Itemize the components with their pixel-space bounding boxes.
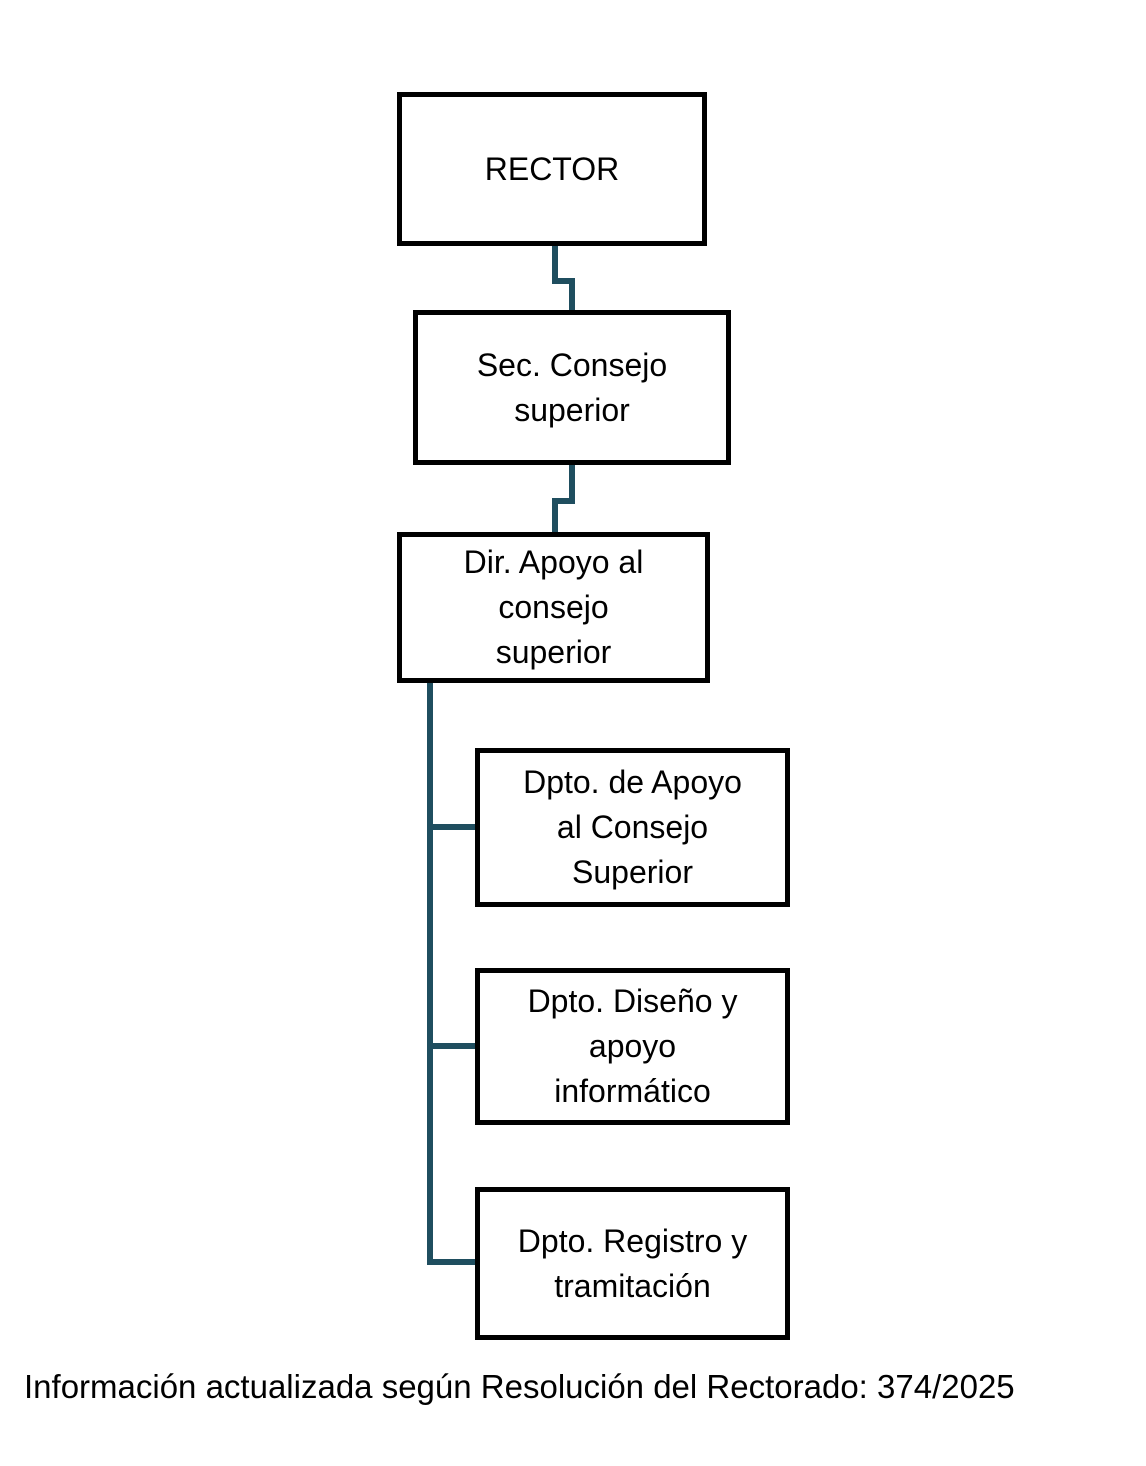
org-node-dir-apoyo-consejo-superior: Dir. Apoyo al consejo superior [397,532,710,683]
org-node-dpto-diseno-apoyo-informatico: Dpto. Diseño y apoyo informático [475,968,790,1125]
org-node-sec-consejo-superior: Sec. Consejo superior [413,310,731,465]
org-node-dpto-apoyo-consejo-superior: Dpto. de Apoyo al Consejo Superior [475,748,790,907]
connector-dir-trunk [427,683,475,1265]
org-node-sec-consejo-superior-label: Sec. Consejo superior [476,346,668,428]
org-node-dir-apoyo-consejo-superior-label: Dir. Apoyo al consejo superior [463,544,644,670]
org-node-dpto-registro-tramitacion-label: Dpto. Registro y tramitación [517,1222,748,1304]
connector-sec-to-dir [552,465,575,532]
org-node-rector: RECTOR [397,92,707,246]
org-node-dpto-registro-tramitacion: Dpto. Registro y tramitación [475,1187,790,1340]
footer-note: Información actualizada según Resolución… [24,1368,1015,1405]
org-node-dpto-apoyo-consejo-superior-label: Dpto. de Apoyo al Consejo Superior [523,764,742,890]
org-node-dpto-diseno-apoyo-informatico-label: Dpto. Diseño y apoyo informático [527,983,738,1109]
connector-rector-to-sec [552,246,575,310]
org-node-rector-label: RECTOR [484,150,620,187]
